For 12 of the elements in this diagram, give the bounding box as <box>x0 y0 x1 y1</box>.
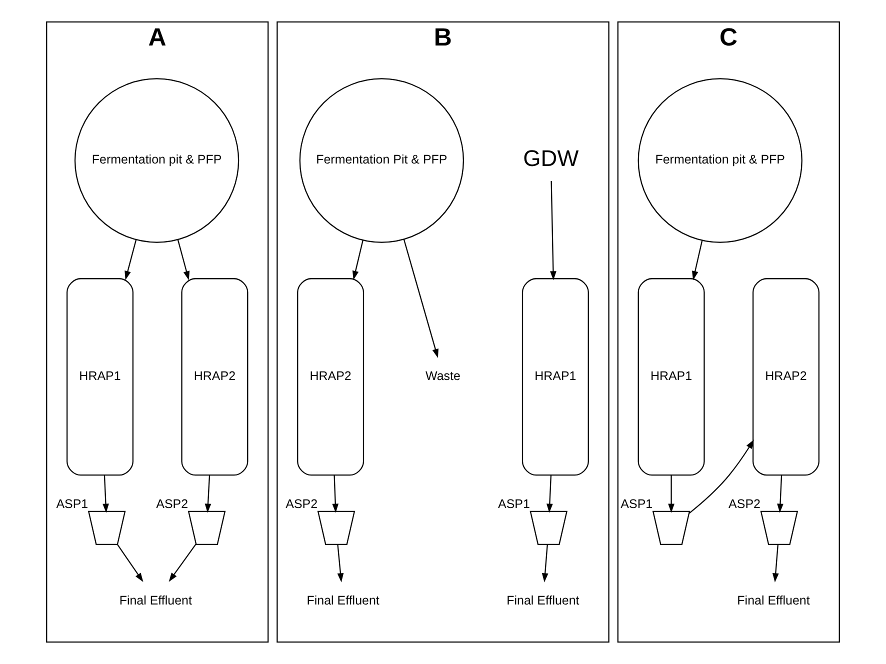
node-text: Final Effluent <box>306 593 380 608</box>
node-label: ASP1 <box>56 496 88 511</box>
node-text: Final Effluent <box>119 593 192 608</box>
node-label: ASP1 <box>498 496 530 511</box>
node-label: ASP1 <box>620 496 653 511</box>
node-text: Final Effluent <box>737 593 810 608</box>
node-label: ASP2 <box>286 496 318 511</box>
node-label: ASP2 <box>156 496 188 511</box>
node-text: Waste <box>426 369 460 384</box>
node-label: ASP2 <box>728 496 761 511</box>
node-text: Final Effluent <box>506 593 580 608</box>
node-text: GDW <box>523 145 579 172</box>
